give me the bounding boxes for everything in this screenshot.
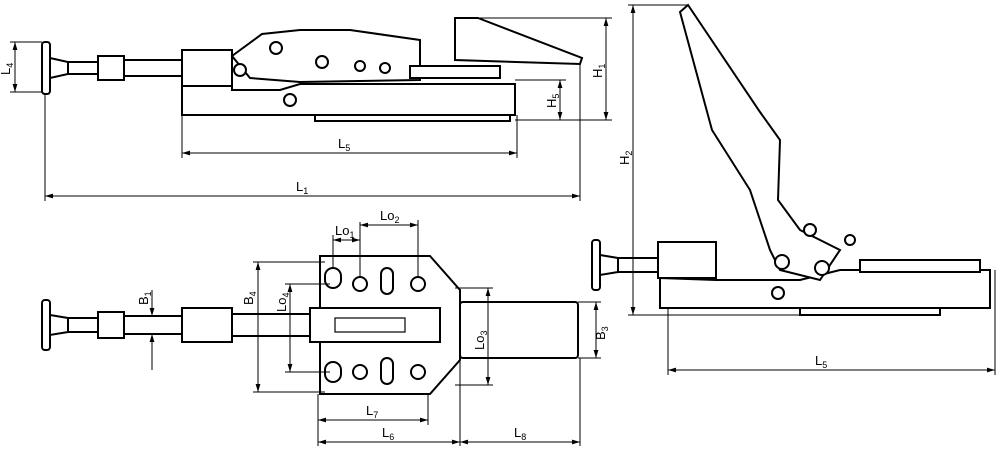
- pressure-pad: [41, 299, 51, 351]
- dim-Lo1: Lo1: [335, 223, 354, 240]
- base-body: [181, 83, 516, 116]
- hex-nut: [97, 55, 125, 81]
- dim-L8: L8: [514, 425, 526, 442]
- dim-H1: H1: [590, 64, 607, 78]
- plan-view: [41, 255, 579, 395]
- top-dimensions: L4 L5 L1 H1 H5: [0, 17, 612, 201]
- dim-L6: L6: [382, 425, 394, 442]
- dim-L7: L7: [366, 403, 378, 420]
- dim-H2: H2: [617, 151, 634, 165]
- side-view-closed: [41, 17, 584, 122]
- pressure-pad: [41, 41, 51, 95]
- dim-B4: B4: [241, 291, 258, 305]
- dim-L1: L1: [296, 179, 308, 196]
- dim-L5-side: L5: [815, 353, 827, 370]
- linkage: [230, 29, 421, 84]
- dim-Lo2: Lo2: [380, 208, 399, 225]
- handle-raised: [678, 3, 842, 282]
- dim-B3: B3: [593, 326, 610, 340]
- guide-block: [181, 49, 233, 87]
- dim-L5-top: L5: [338, 136, 350, 153]
- dim-Lo3: Lo3: [472, 331, 489, 350]
- side-open-dimensions: H2 L5: [617, 4, 996, 375]
- plunger-rod: [123, 59, 183, 77]
- side-view-open: [591, 3, 991, 316]
- dim-H5: H5: [544, 94, 561, 108]
- plan-dimensions: Lo1 Lo2 B1 B4 Lo4 Lo3 B3 L7 L6 L8: [136, 208, 610, 446]
- handle: [454, 17, 584, 66]
- dim-B1: B1: [136, 291, 153, 305]
- dim-L4: L4: [0, 63, 15, 75]
- dim-Lo4: Lo4: [274, 293, 291, 312]
